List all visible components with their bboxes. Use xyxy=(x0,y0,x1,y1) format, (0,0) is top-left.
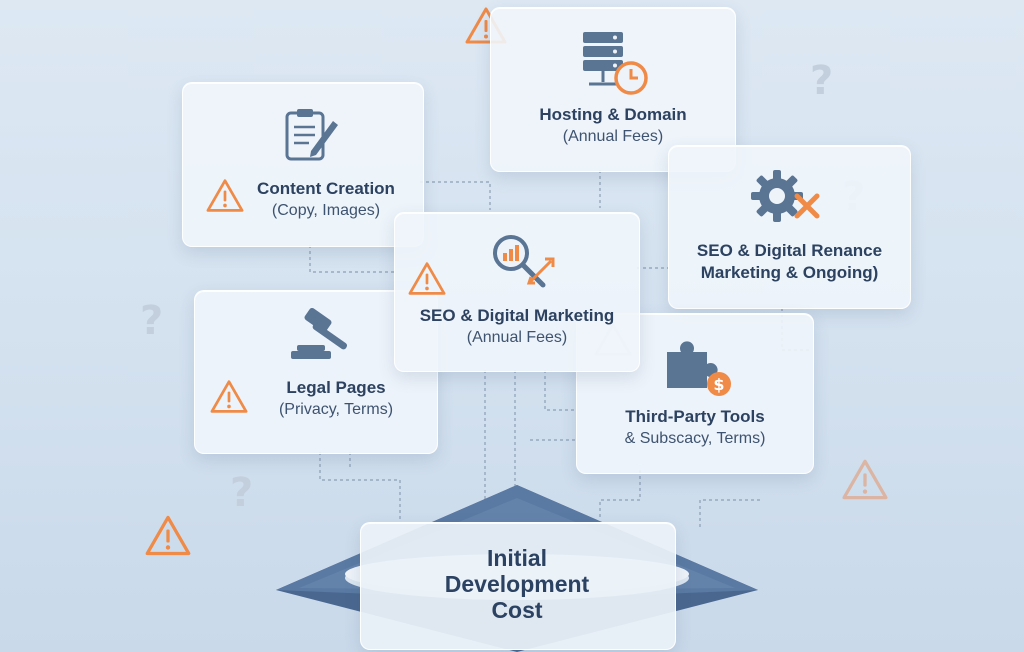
card-subtitle: Marketing & Ongoing) xyxy=(700,263,879,282)
seo-digital-marketing-card: SEO & Digital Marketing (Annual Fees) xyxy=(394,212,640,372)
center-label-line: Cost xyxy=(491,597,543,623)
gavel-icon xyxy=(291,307,348,359)
card-title: SEO & Digital Marketing xyxy=(419,306,615,325)
warning-icon xyxy=(206,179,244,212)
card-title: SEO & Digital Renance xyxy=(696,241,883,260)
center-label-line: Initial xyxy=(486,545,548,571)
analytics-magnifier-icon xyxy=(493,235,555,288)
card-subtitle: (Annual Fees) xyxy=(562,128,664,145)
seo-maintenance-card: SEO & Digital Renance Marketing & Ongoin… xyxy=(668,145,911,309)
question-mark-icon: ? xyxy=(810,58,834,104)
clipboard-pencil-icon xyxy=(285,109,338,161)
hosting-domain-card: Hosting & Domain (Annual Fees) xyxy=(490,7,736,172)
center-label-line: Development xyxy=(444,571,590,597)
card-title: Content Creation xyxy=(257,179,395,198)
warning-icon xyxy=(408,262,446,295)
card-title: Third-Party Tools xyxy=(625,407,765,426)
card-title: Hosting & Domain xyxy=(539,105,687,124)
card-subtitle: (Annual Fees) xyxy=(466,329,568,346)
card-subtitle: (Copy, Images) xyxy=(271,202,381,219)
question-mark-icon: ? xyxy=(230,470,254,516)
warning-icon xyxy=(210,380,248,413)
warning-icon xyxy=(145,515,191,556)
card-subtitle: & Subscacy, Terms) xyxy=(624,430,766,447)
puzzle-dollar-icon: $ xyxy=(667,341,731,396)
warning-icon xyxy=(842,459,888,500)
center-label: Initial Development Cost xyxy=(360,545,674,623)
content-creation-card: Content Creation (Copy, Images) xyxy=(182,82,424,247)
card-subtitle: (Privacy, Terms) xyxy=(278,401,394,418)
question-mark-icon: ? xyxy=(140,298,164,344)
gear-wrench-icon xyxy=(751,170,820,222)
server-clock-icon xyxy=(583,32,648,95)
svg-text:$: $ xyxy=(713,375,724,394)
initial-development-cost-box xyxy=(360,522,676,650)
card-title: Legal Pages xyxy=(286,378,386,397)
